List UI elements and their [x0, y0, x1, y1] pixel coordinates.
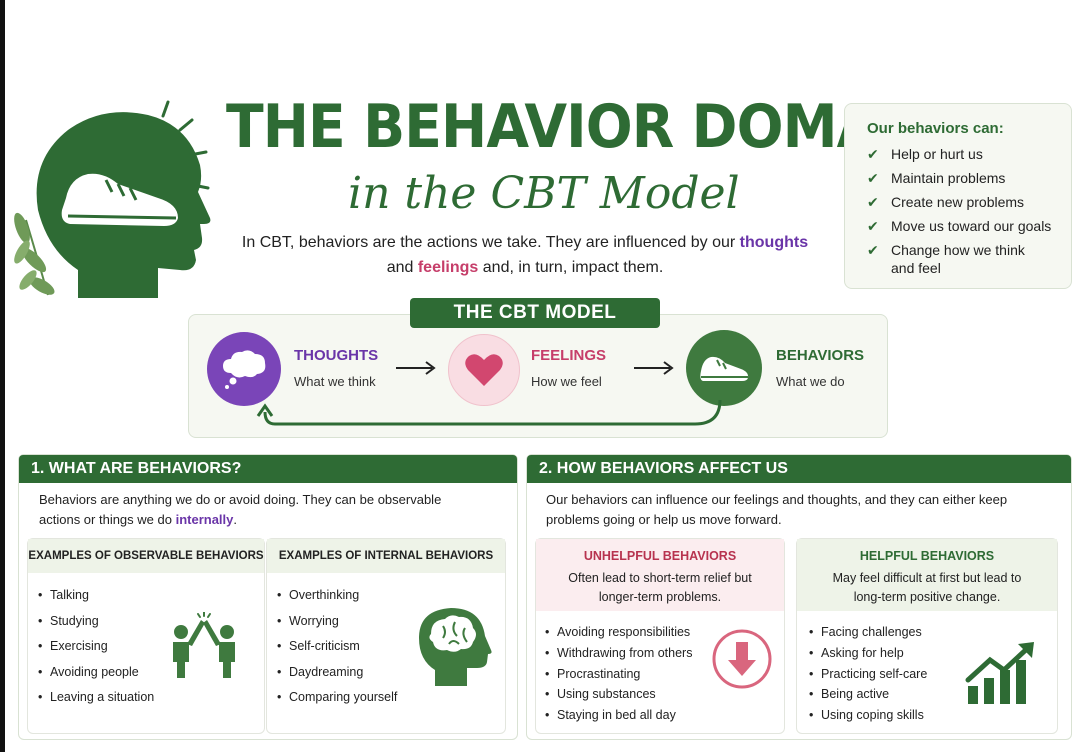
feedback-loop-arrow-icon	[256, 400, 722, 426]
list-item: Leaving a situation	[38, 685, 154, 711]
helpful-title: HELPFUL BEHAVIORS	[859, 549, 995, 563]
thought-cloud-icon	[207, 332, 281, 406]
high-five-icon	[173, 612, 235, 678]
observable-list: Talking Studying Exercising Avoiding peo…	[38, 583, 154, 711]
internal-title: EXAMPLES OF INTERNAL BEHAVIORS	[278, 550, 494, 562]
list-item: Talking	[38, 583, 154, 609]
check-icon: ✔	[867, 218, 879, 234]
cbt-model-badge: THE CBT MODEL	[410, 298, 660, 328]
list-item: Withdrawing from others	[545, 643, 692, 664]
list-item: ✔Maintain problems	[867, 170, 1006, 186]
list-item: Avoiding responsibilities	[545, 622, 692, 643]
behaviors-can-title: Our behaviors can:	[867, 120, 1004, 137]
list-item: ✔Help or hurt us	[867, 146, 983, 162]
check-icon: ✔	[867, 194, 879, 210]
check-icon: ✔	[867, 146, 879, 162]
thoughts-label: THOUGHTS	[294, 347, 379, 364]
list-item: ✔Change how we think and feel	[867, 242, 1025, 276]
page-subtitle: in the CBT Model	[348, 168, 740, 219]
list-item: Studying	[38, 609, 154, 635]
observable-title: EXAMPLES OF OBSERVABLE BEHAVIORS	[28, 550, 264, 562]
section1-description: Behaviors are anything we do or avoid do…	[39, 492, 442, 527]
helpful-subtitle: May feel difficult at first but lead to …	[832, 571, 1022, 604]
shoe-icon	[686, 330, 762, 406]
section-header: 1. WHAT ARE BEHAVIORS?	[19, 455, 517, 483]
page-title: THE BEHAVIOR DOMAIN	[226, 92, 944, 162]
behaviors-can-panel: Our behaviors can: ✔Help or hurt us ✔Mai…	[844, 103, 1072, 289]
unhelpful-title: UNHELPFUL BEHAVIORS	[583, 549, 737, 563]
behaviors-sub: What we do	[776, 374, 845, 389]
list-item: Using coping skills	[809, 705, 927, 726]
intro-text: In CBT, behaviors are the actions we tak…	[241, 234, 809, 276]
list-item: Procrastinating	[545, 664, 692, 685]
list-item: Asking for help	[809, 643, 927, 664]
list-item: Using substances	[545, 684, 692, 705]
list-item: Overthinking	[277, 583, 397, 609]
check-icon: ✔	[867, 170, 879, 186]
heart-icon	[448, 334, 520, 406]
thoughts-highlight: thoughts	[739, 234, 809, 251]
emphasis-lines-icon	[161, 100, 210, 190]
growth-chart-icon	[965, 642, 1034, 704]
feelings-sub: How we feel	[531, 374, 602, 389]
list-item: Staying in bed all day	[545, 705, 692, 726]
check-icon: ✔	[867, 242, 879, 258]
down-arrow-icon	[712, 629, 772, 689]
list-item: Avoiding people	[38, 660, 154, 686]
list-item: Exercising	[38, 634, 154, 660]
list-item: Worrying	[277, 609, 397, 635]
unhelpful-subtitle: Often lead to short-term relief but long…	[568, 571, 752, 604]
arrow-right-icon	[396, 361, 436, 375]
section2-description: Our behaviors can influence our feelings…	[546, 492, 1008, 527]
window-edge	[0, 0, 5, 752]
cbt-model-panel	[188, 314, 888, 438]
list-item: Being active	[809, 684, 927, 705]
list-item: Comparing yourself	[277, 685, 397, 711]
helpful-list: Facing challenges Asking for help Practi…	[809, 622, 927, 726]
feelings-highlight: feelings	[417, 259, 479, 276]
list-item: Self-criticism	[277, 634, 397, 660]
list-item: Practicing self-care	[809, 664, 927, 685]
head-shoe-icon	[14, 100, 211, 298]
list-item: ✔Move us toward our goals	[867, 218, 1052, 234]
arrow-right-icon	[634, 361, 674, 375]
unhelpful-list: Avoiding responsibilities Withdrawing fr…	[545, 622, 692, 726]
list-item: Daydreaming	[277, 660, 397, 686]
section-header: 2. HOW BEHAVIORS AFFECT US	[527, 455, 1071, 483]
thoughts-sub: What we think	[294, 374, 376, 389]
list-item: ✔Create new problems	[867, 194, 1025, 210]
leaf-sprig-icon	[14, 212, 55, 296]
behaviors-label: BEHAVIORS	[776, 347, 865, 364]
feelings-label: FEELINGS	[531, 347, 607, 364]
head-brain-icon	[419, 608, 492, 686]
list-item: Facing challenges	[809, 622, 927, 643]
internal-list: Overthinking Worrying Self-criticism Day…	[277, 583, 397, 711]
